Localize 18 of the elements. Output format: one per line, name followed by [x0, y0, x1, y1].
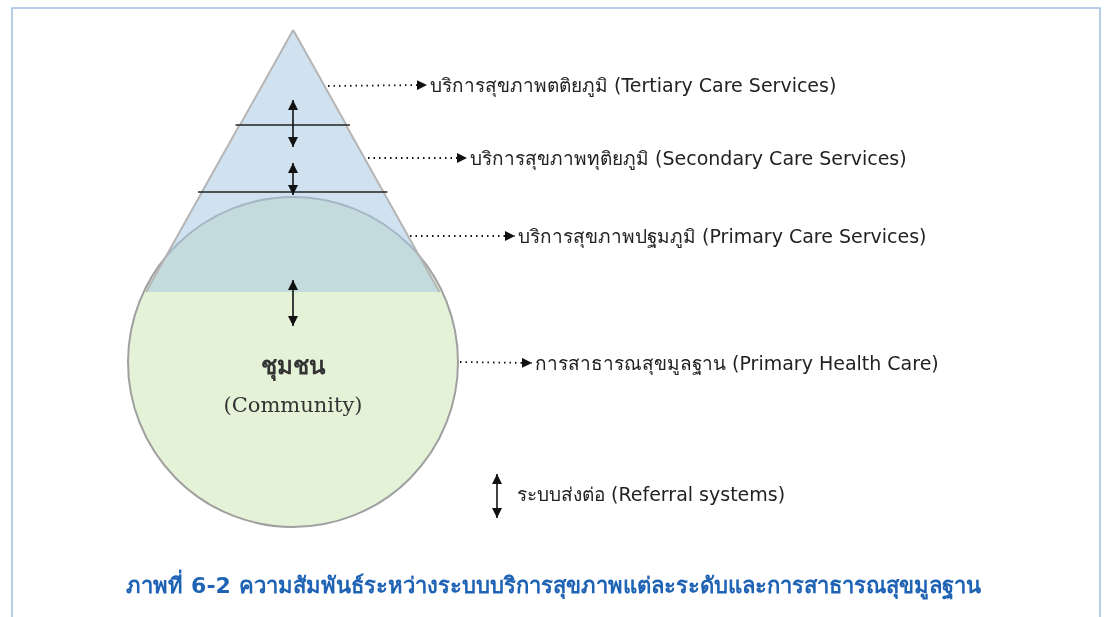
leader-arrow: [367, 153, 468, 163]
double-arrow: [288, 279, 298, 327]
pyramid-band: [200, 124, 386, 193]
level-label: การสาธารณสุขมูลฐาน (Primary Health Care): [535, 351, 939, 375]
leader-arrow: [327, 80, 428, 91]
pyramid-tip: [237, 29, 349, 126]
leader-arrow: [409, 231, 516, 241]
double-arrow: [288, 99, 298, 148]
level-label: บริการสุขภาพทุติยภูมิ (Secondary Care Services): [470, 146, 907, 170]
level-label: บริการสุขภาพปฐมภูมิ (Primary Care Services): [518, 224, 927, 248]
figure-caption: ภาพที่ 6-2 ความสัมพันธ์ระหว่างระบบบริการสุขภาพแต่ละระดับและการสาธารณสุขมูลฐาน: [0, 568, 1107, 603]
legend-label: ระบบส่งต่อ (Referral systems): [517, 482, 786, 506]
circle-subheading: (Community): [222, 393, 364, 417]
leader-arrow: [459, 357, 533, 368]
circle-heading: ชุมชน: [260, 350, 327, 383]
level-label: บริการสุขภาพตติยภูมิ (Tertiary Care Services): [430, 73, 837, 97]
double-arrow: [288, 162, 298, 196]
community-circle: [127, 196, 459, 528]
